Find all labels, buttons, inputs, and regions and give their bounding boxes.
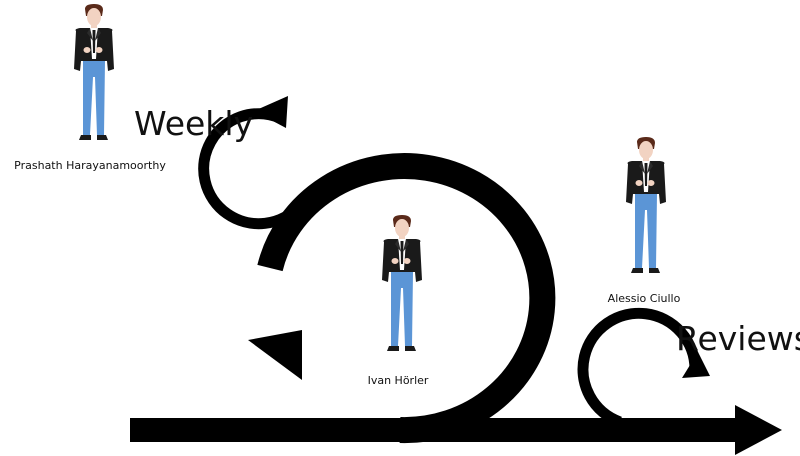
reviews-arrowhead [682,352,710,378]
weekly-arrowhead [254,96,288,128]
weekly-loop [198,108,305,230]
person-name-prashath: Prashath Harayanamoorthy [14,159,166,172]
main-cycle-arrowhead [248,330,302,380]
person-figure-alessio [626,137,666,273]
weekly-label: Weekly [134,104,254,143]
reviews-label: Reviews [676,319,800,358]
person-name-alessio: Alessio Ciullo [607,292,681,305]
person-name-ivan: Ivan Hörler [367,374,429,387]
main-cycle-loop [257,153,556,444]
person-figure-prashath [74,4,114,140]
person-figure-ivan [382,215,422,351]
reviews-loop [577,307,701,428]
